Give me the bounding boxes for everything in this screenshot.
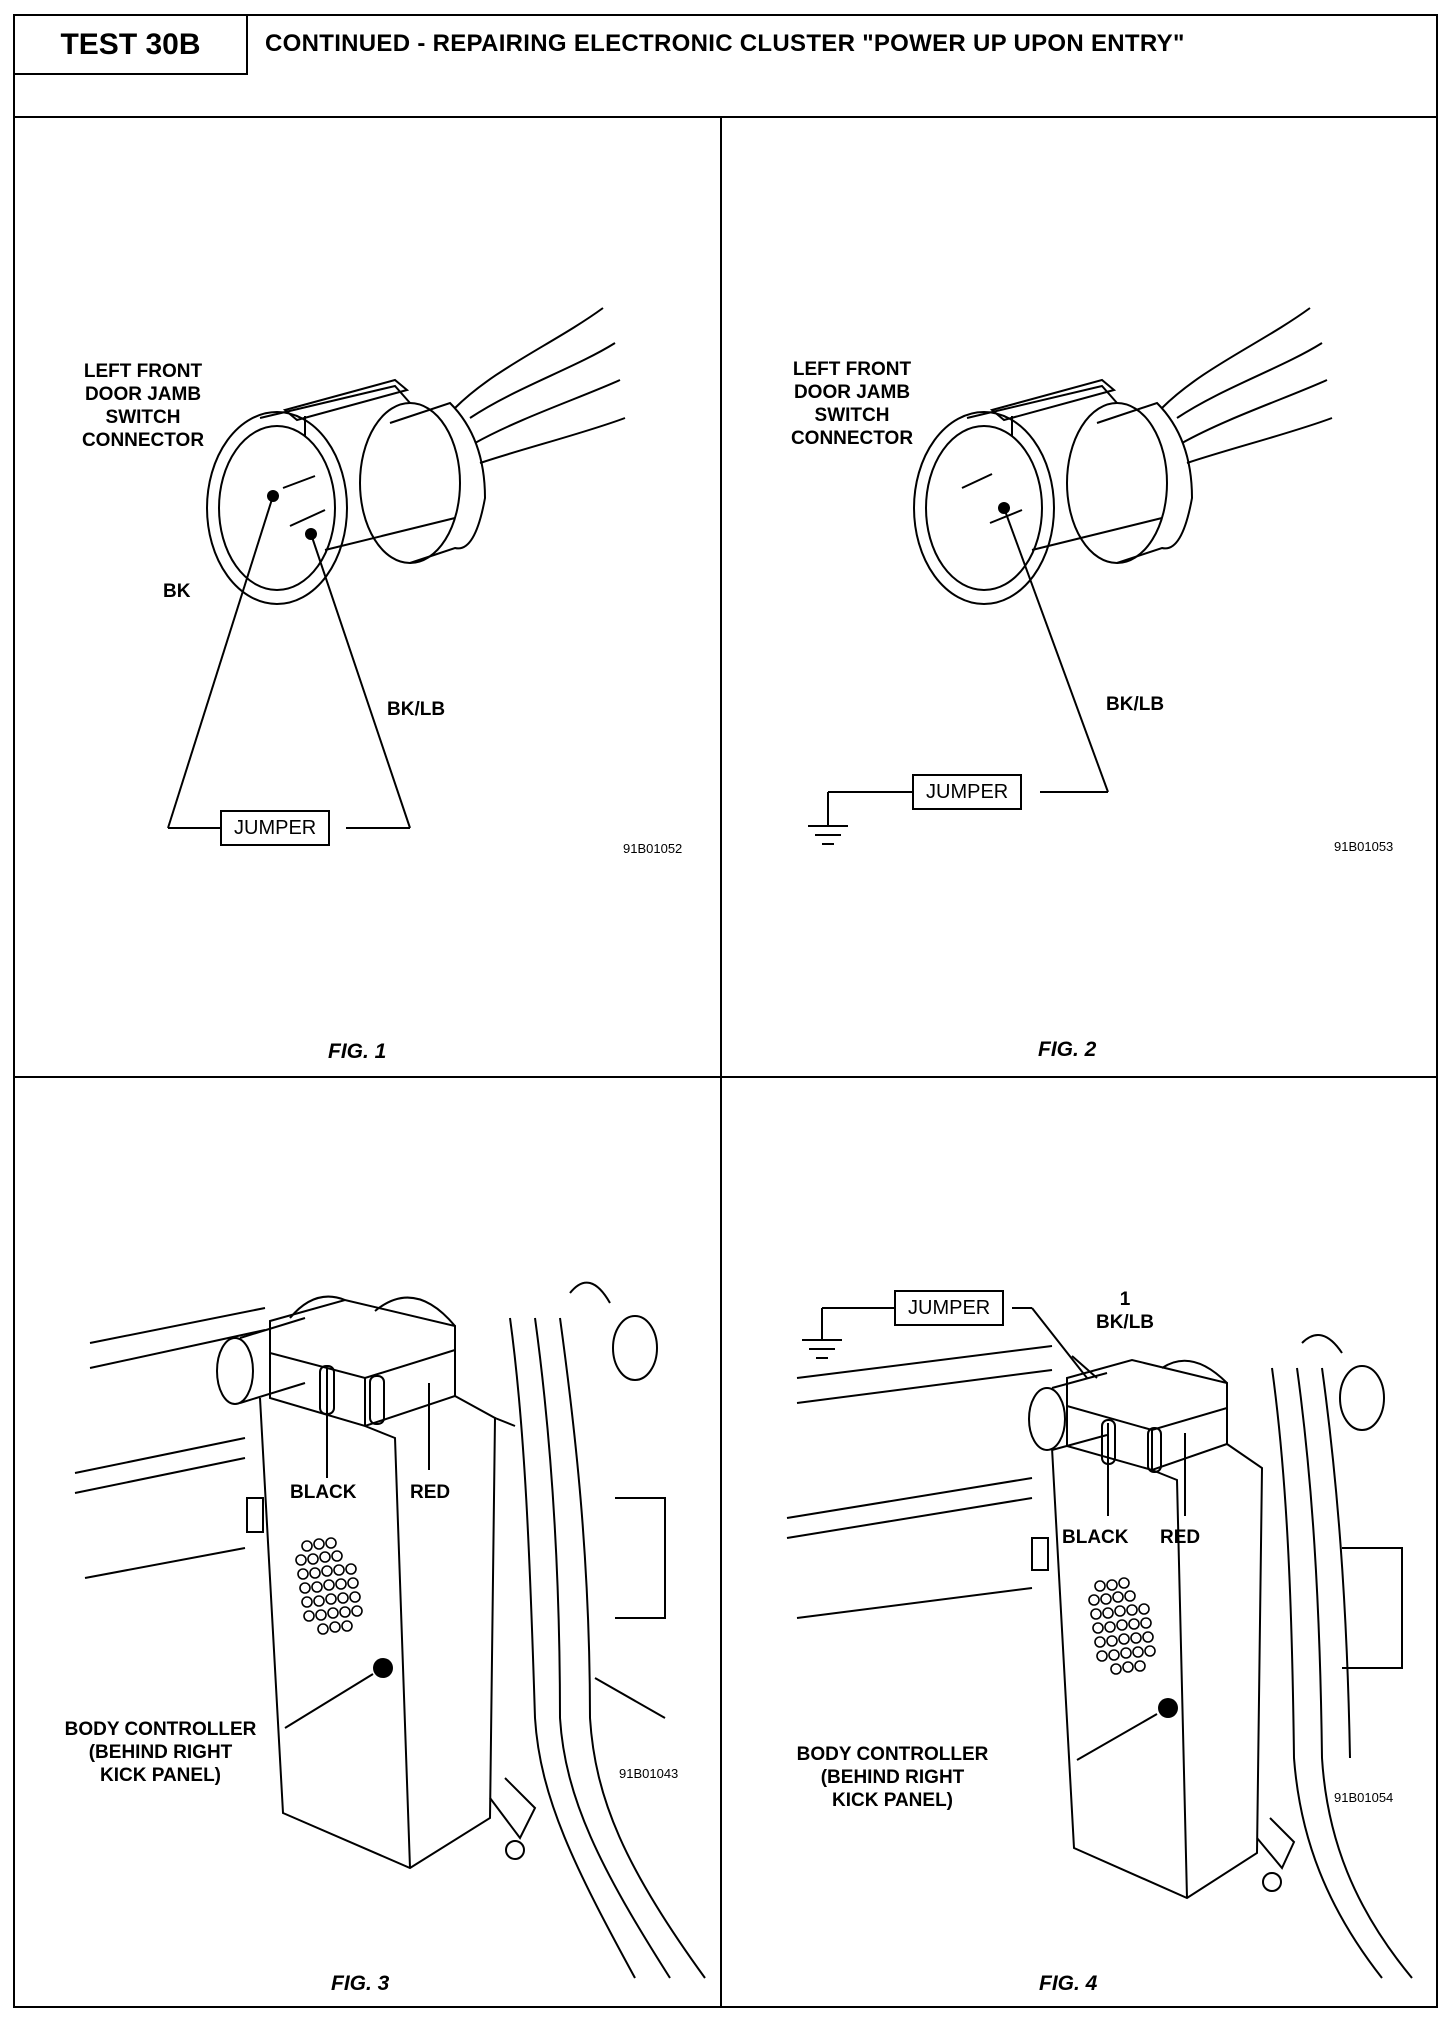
page-header: TEST 30B CONTINUED - REPAIRING ELECTRONI… [15, 16, 1436, 118]
wire-label-bklb: BK/LB [387, 699, 446, 720]
figure-4-panel: JUMPER 1 BK/LB BLACK RED BODY CONTROLLER… [722, 1078, 1438, 2008]
jumper-box: JUMPER [912, 774, 1023, 810]
black-connector-label: BLACK [1062, 1527, 1129, 1548]
figure-code: 91B01054 [1334, 1790, 1394, 1805]
door-jamb-connector-drawing-fig2 [808, 307, 1333, 845]
body-controller-label: BODY CONTROLLER (BEHIND RIGHT KICK PANEL… [796, 1744, 989, 1811]
figure-code: 91B01053 [1334, 839, 1394, 854]
test-number: TEST 30B [15, 16, 248, 75]
figure-caption: FIG. 2 [1038, 1038, 1097, 1061]
figure-caption: FIG. 1 [328, 1040, 387, 1063]
figure-caption: FIG. 3 [331, 1972, 390, 1995]
door-jamb-connector-drawing-fig1 [167, 307, 626, 829]
horizontal-divider [15, 1076, 1436, 1078]
black-connector-label: BLACK [290, 1482, 357, 1503]
connector-label: LEFT FRONT DOOR JAMB SWITCH CONNECTOR [790, 359, 914, 449]
figure-1-panel: LEFT FRONT DOOR JAMB SWITCH CONNECTOR BK… [15, 118, 720, 1076]
connector-label: LEFT FRONT DOOR JAMB SWITCH CONNECTOR [81, 361, 205, 451]
figure-code: 91B01043 [619, 1766, 679, 1781]
wire-label-bk: BK [163, 581, 191, 602]
page-title: CONTINUED - REPAIRING ELECTRONIC CLUSTER… [265, 30, 1185, 57]
jumper-box: JUMPER [220, 810, 331, 846]
body-controller-label: BODY CONTROLLER (BEHIND RIGHT KICK PANEL… [64, 1719, 257, 1786]
page-frame: TEST 30B CONTINUED - REPAIRING ELECTRONI… [13, 14, 1438, 2008]
wire-label-bklb: 1 BK/LB [1095, 1289, 1155, 1333]
body-controller-drawing-fig3 [74, 1281, 706, 1979]
body-controller-drawing-fig4 [786, 1307, 1413, 1979]
figure-3-panel: BLACK RED BODY CONTROLLER (BEHIND RIGHT … [15, 1078, 720, 2008]
wire-label-bklb: BK/LB [1106, 694, 1165, 715]
jumper-box: JUMPER [894, 1290, 1005, 1326]
red-connector-label: RED [410, 1482, 451, 1503]
figure-code: 91B01052 [623, 841, 683, 856]
red-connector-label: RED [1160, 1527, 1201, 1548]
vertical-divider [720, 118, 722, 2008]
figure-2-panel: LEFT FRONT DOOR JAMB SWITCH CONNECTOR BK… [722, 118, 1438, 1076]
figure-caption: FIG. 4 [1039, 1972, 1098, 1995]
